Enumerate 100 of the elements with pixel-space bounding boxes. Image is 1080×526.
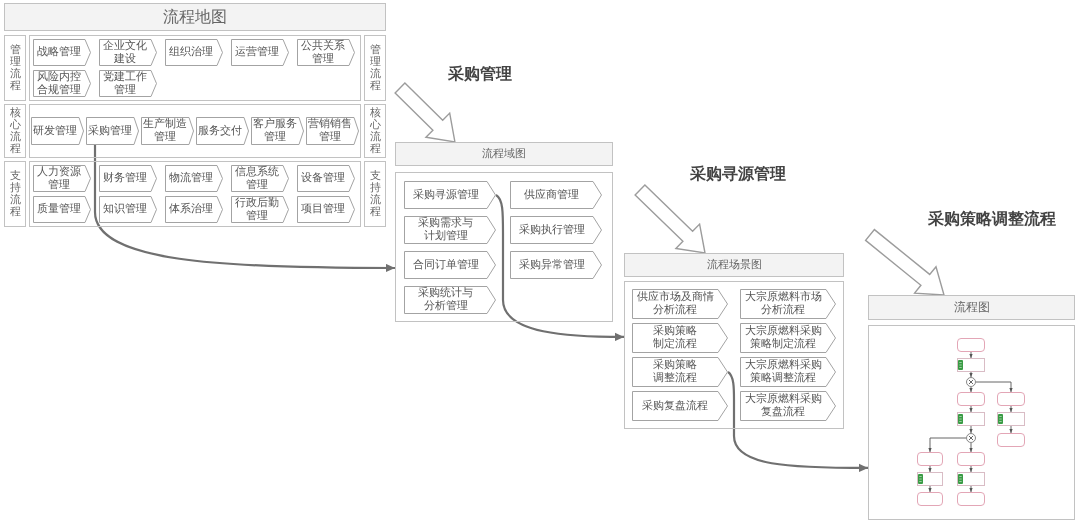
edge-label: 采购寻源管理 (690, 164, 786, 184)
event-box (957, 492, 985, 506)
category-label: 管理流程 (369, 43, 381, 93)
process-step (740, 391, 836, 421)
category-tab (4, 161, 26, 227)
process-step (165, 39, 223, 66)
process-step (632, 357, 728, 387)
process-step (196, 117, 249, 145)
process-name: 采购复盘流程 (642, 399, 708, 413)
process-step (404, 251, 496, 279)
process-step (251, 117, 304, 145)
process-name: 大宗原燃料市场分析流程 (744, 291, 822, 317)
content-panel (624, 281, 844, 429)
process-step (740, 289, 836, 319)
process-name: 党建工作管理 (102, 70, 148, 97)
flow-arrow (969, 485, 973, 493)
process-name: 采购执行管理 (518, 223, 585, 237)
flow-arrow (969, 351, 973, 359)
category-tab (364, 104, 386, 158)
process-step (297, 165, 355, 192)
panel-header (4, 3, 386, 31)
process-name: 物流管理 (169, 172, 213, 185)
category-tab (364, 161, 386, 227)
process-step (231, 165, 289, 192)
process-step (231, 196, 289, 223)
process-step (306, 117, 359, 145)
process-name: 合同订单管理 (412, 258, 479, 272)
process-step (99, 196, 157, 223)
panel-header (395, 142, 613, 166)
process-name: 采购需求与计划管理 (417, 217, 474, 243)
content-panel (29, 161, 361, 227)
flow-arrow (928, 465, 932, 473)
process-step (165, 165, 223, 192)
process-name: 大宗原燃料采购复盘流程 (744, 393, 822, 419)
block-arrow (864, 228, 945, 296)
process-step (33, 39, 91, 66)
process-step (632, 289, 728, 319)
process-name: 项目管理 (301, 203, 345, 216)
category-label: 支持流程 (9, 169, 21, 219)
flow-arrow (969, 386, 973, 393)
category-label: 支持流程 (369, 169, 381, 219)
process-name: 财务管理 (103, 172, 147, 185)
process-name: 采购统计与分析管理 (417, 287, 474, 313)
process-step (99, 39, 157, 66)
process-name: 客户服务管理 (252, 118, 298, 144)
connector-arrow (727, 371, 868, 472)
event-box (957, 452, 985, 466)
process-step (632, 323, 728, 353)
process-name: 设备管理 (301, 172, 345, 185)
task-box (997, 412, 1025, 426)
flow-arrow (928, 485, 932, 493)
panel-header (624, 253, 844, 277)
process-name: 人力资源管理 (36, 165, 82, 192)
process-step (297, 39, 355, 66)
content-panel (868, 325, 1075, 520)
header-text: 流程域图 (482, 147, 526, 161)
gateway-circle (966, 433, 976, 443)
block-arrow (634, 184, 706, 254)
process-step (33, 70, 91, 97)
process-name: 采购策略调整流程 (652, 359, 698, 385)
process-step (86, 117, 139, 145)
process-step (31, 117, 84, 145)
process-step (510, 216, 602, 244)
process-step (33, 165, 91, 192)
process-step (99, 70, 157, 97)
process-name: 营销销售管理 (307, 118, 353, 144)
process-name: 服务交付 (198, 124, 242, 138)
process-step (141, 117, 194, 145)
process-step (99, 165, 157, 192)
process-step (404, 216, 496, 244)
process-name: 采购寻源管理 (412, 188, 479, 202)
event-box (917, 452, 943, 466)
process-name: 采购管理 (88, 124, 132, 138)
gateway-circle (966, 377, 976, 387)
process-name: 组织治理 (169, 46, 213, 59)
edge-label: 采购管理 (448, 64, 512, 84)
content-panel (29, 104, 361, 158)
process-name: 行政后勤管理 (234, 196, 280, 223)
header-text: 流程地图 (163, 8, 227, 26)
task-box (957, 412, 985, 426)
process-name: 运营管理 (235, 46, 279, 59)
header-text: 流程场景图 (706, 258, 762, 272)
flow-arrow (969, 371, 973, 378)
process-step (740, 323, 836, 353)
process-name: 研发管理 (33, 124, 77, 138)
process-name: 大宗原燃料采购策略制定流程 (744, 325, 822, 351)
panel-header (868, 295, 1075, 320)
category-tab (364, 35, 386, 101)
process-step (632, 391, 728, 421)
flow-arrow (1009, 405, 1013, 413)
category-label: 核心流程 (9, 106, 21, 156)
process-name: 信息系统管理 (234, 165, 280, 192)
content-panel (395, 172, 613, 322)
header-text: 流程图 (953, 300, 990, 315)
process-name: 知识管理 (103, 203, 147, 216)
event-box (957, 392, 985, 406)
task-box (957, 358, 985, 372)
process-step (404, 286, 496, 314)
flow-arrow (969, 465, 973, 473)
process-name: 生产制造管理 (142, 118, 188, 144)
